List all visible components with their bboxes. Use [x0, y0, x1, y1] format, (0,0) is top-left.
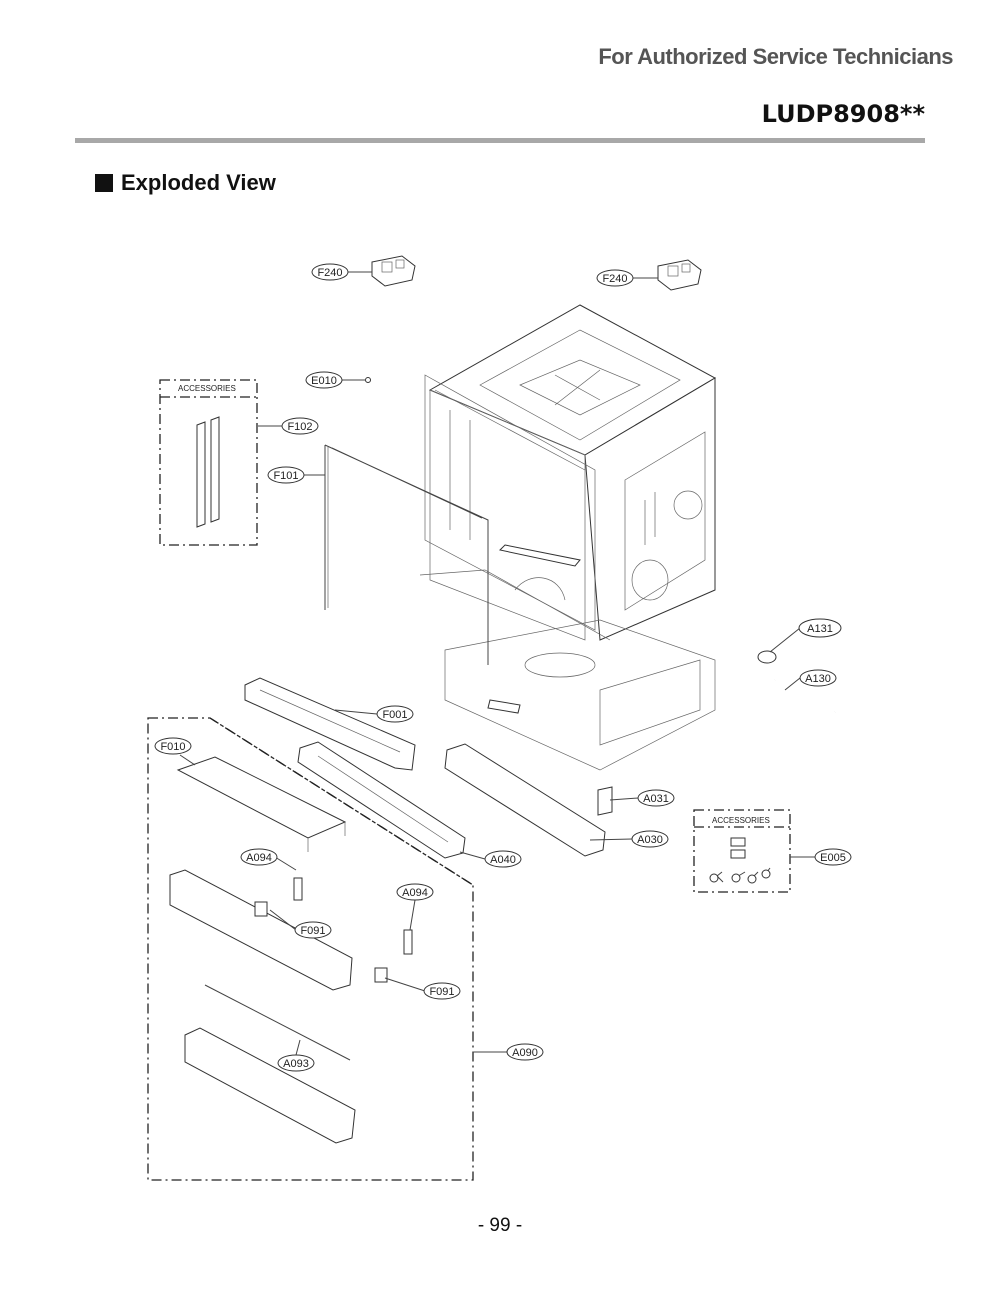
callout-label: E005: [820, 852, 846, 864]
clip-left: [293, 877, 303, 901]
callout-label: F091: [429, 986, 454, 998]
callout-label: F240: [602, 273, 627, 285]
callout-A094-right: A094: [396, 883, 434, 901]
callout-F102: F102: [281, 417, 319, 435]
callout-A030: A030: [631, 830, 669, 848]
callout-A131: A131: [798, 618, 842, 638]
header-divider: [75, 138, 925, 143]
hinge-left: [371, 255, 416, 287]
section-heading: Exploded View: [95, 170, 276, 196]
model-number: LUDP8908**: [761, 100, 925, 128]
kick-plate-upper: [169, 869, 353, 991]
callout-F091-left: F091: [294, 921, 332, 939]
section-title: Exploded View: [121, 170, 276, 195]
door-gasket: [324, 444, 489, 665]
callout-label: A031: [643, 793, 669, 805]
callout-label: F101: [273, 470, 298, 482]
clip-right: [403, 929, 413, 955]
callout-label: F102: [287, 421, 312, 433]
callout-label: A094: [402, 887, 428, 899]
callout-label: F001: [382, 709, 407, 721]
callout-label: A040: [490, 854, 516, 866]
callout-A093: A093: [277, 1054, 315, 1072]
callout-label: F240: [317, 267, 342, 279]
accessories-label-right: ACCESSORIES: [712, 816, 770, 825]
bracket: [244, 677, 416, 771]
callout-F240-left: F240: [311, 263, 349, 281]
callout-label: F010: [160, 741, 185, 753]
callout-A031: A031: [637, 789, 675, 807]
callout-E010: E010: [305, 371, 343, 389]
toe-panel-piece: [444, 743, 606, 857]
callout-F101: F101: [267, 466, 305, 484]
section-bullet-icon: [95, 174, 113, 192]
callout-F010: F010: [154, 737, 192, 755]
callout-F001: F001: [376, 705, 414, 723]
callout-label: A094: [246, 852, 272, 864]
callout-A090: A090: [506, 1043, 544, 1061]
dishwasher-tub: [419, 304, 717, 771]
callout-label: A093: [283, 1058, 309, 1070]
accessories-box-right: ACCESSORIES: [693, 809, 791, 893]
washer: [757, 650, 777, 664]
callout-label: A131: [807, 623, 833, 635]
spacer: [597, 786, 613, 816]
callout-label: A090: [512, 1047, 538, 1059]
callout-A130: A130: [799, 669, 837, 687]
callout-label: A030: [637, 834, 663, 846]
page-number: - 99 -: [477, 1215, 523, 1236]
callout-label: E010: [311, 375, 337, 387]
kick-plate-lower: [184, 1027, 356, 1144]
header-subtitle: For Authorized Service Technicians: [598, 44, 953, 69]
callout-label: A130: [805, 673, 831, 685]
callout-E005: E005: [814, 848, 852, 866]
callout-label: F091: [300, 925, 325, 937]
callout-F240-right: F240: [596, 269, 634, 287]
accessories-box-left: ACCESSORIES: [159, 379, 258, 546]
screw: [365, 377, 371, 383]
kickplate-assembly-outline: [147, 717, 474, 1181]
callout-A094-left: A094: [240, 848, 278, 866]
kick-plate-strip: [204, 984, 351, 1061]
hinge-right: [657, 259, 702, 291]
callout-A040: A040: [484, 850, 522, 868]
accessories-label-left: ACCESSORIES: [178, 384, 236, 393]
callout-F091-right: F091: [423, 982, 461, 1000]
